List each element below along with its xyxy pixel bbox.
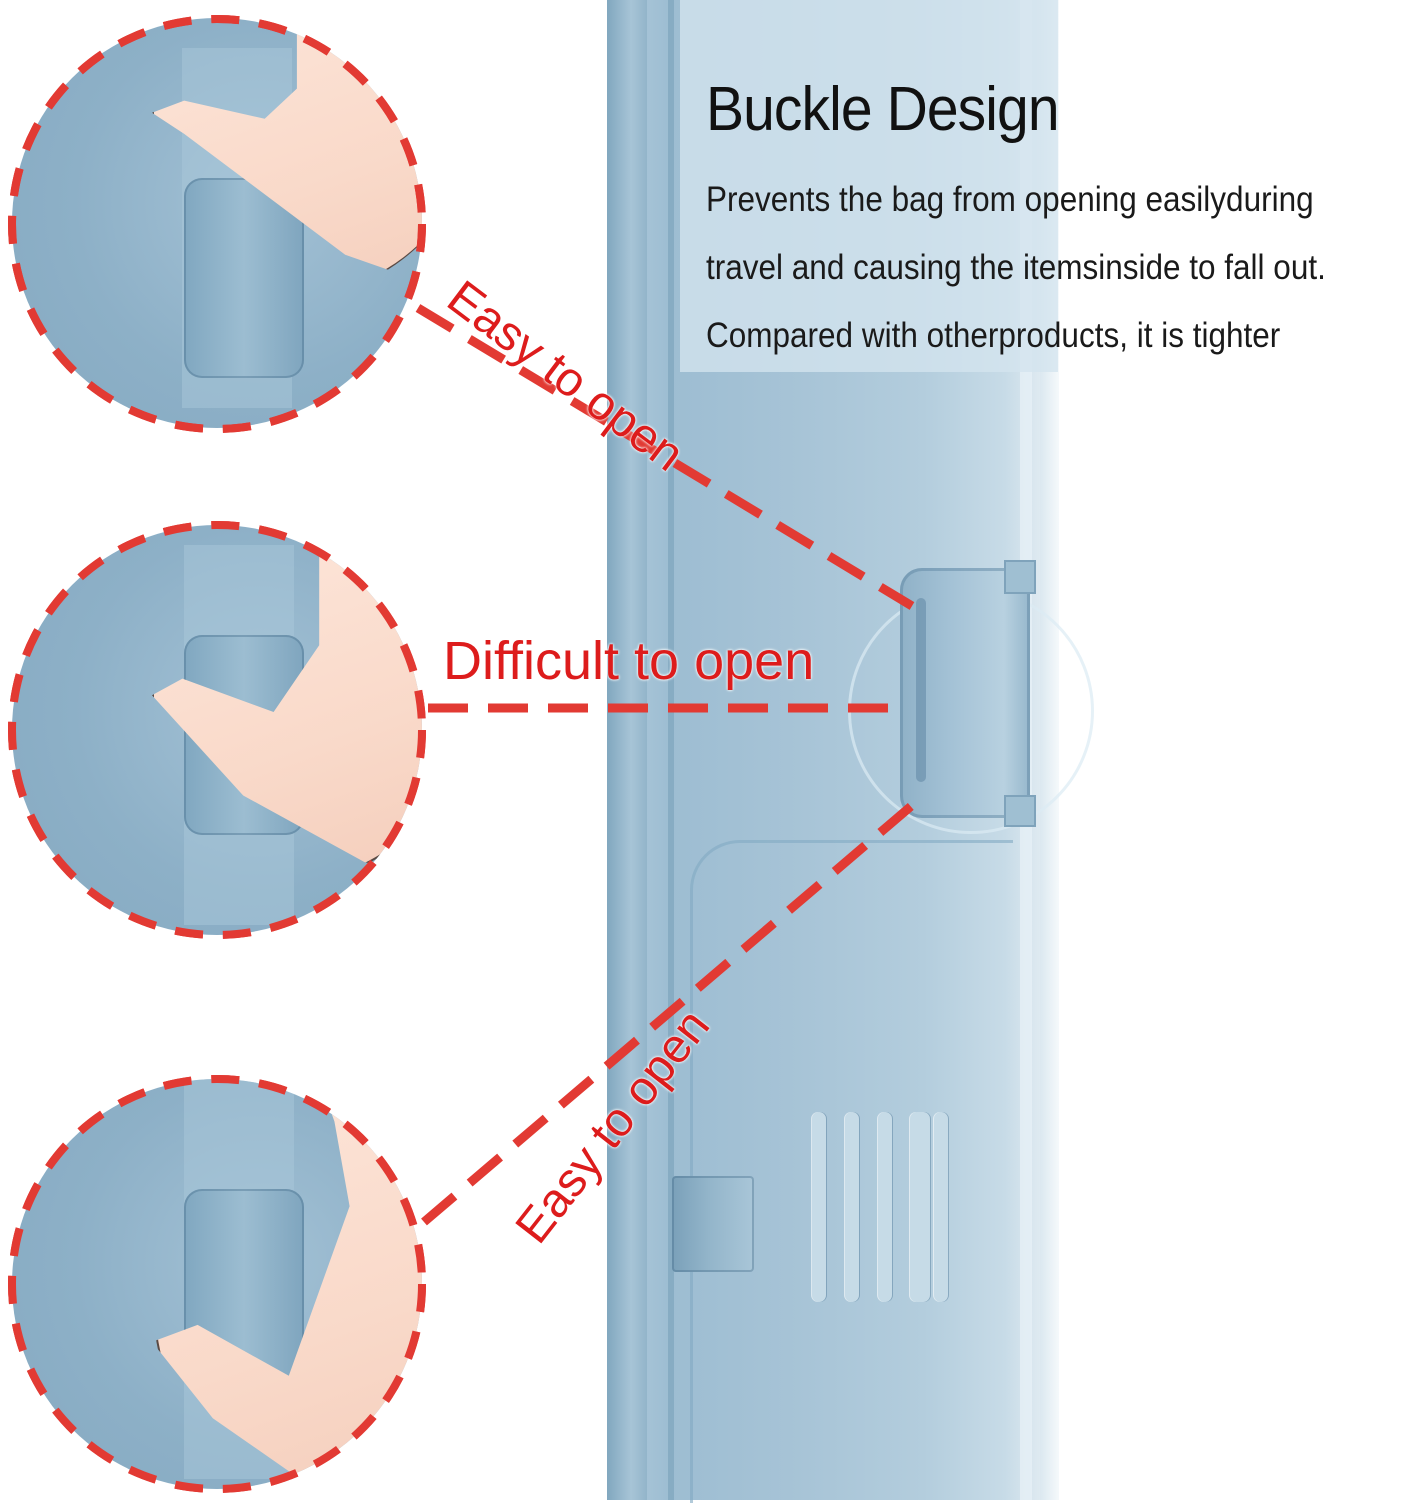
description-line-3: Compared with otherproducts, it is tight… [706, 316, 1281, 355]
thumb-pull-from-bottom-icon [12, 1079, 422, 1489]
thumb-pull-from-middle-icon [12, 525, 422, 935]
vent-slot [812, 1112, 826, 1302]
product-case-groove [668, 0, 674, 1500]
vent-slot [934, 1112, 948, 1302]
product-case-left-edge [607, 0, 647, 1500]
description-line-1: Prevents the bag from opening easilyduri… [706, 180, 1314, 219]
buckle-hinge-top [1004, 560, 1036, 594]
buckle-hinge-bottom [1004, 795, 1036, 827]
buckle-slot [916, 598, 926, 782]
vent-slot [910, 1112, 930, 1302]
headline: Buckle Design [706, 75, 1060, 144]
description-line-2: travel and causing the itemsinside to fa… [706, 248, 1326, 287]
vent-slot [878, 1112, 892, 1302]
callout-label-middle: Difficult to open [443, 631, 815, 691]
holder-clip-icon [672, 1176, 754, 1272]
vent-slot [845, 1112, 859, 1302]
thumb-pull-from-top-icon [12, 18, 422, 428]
